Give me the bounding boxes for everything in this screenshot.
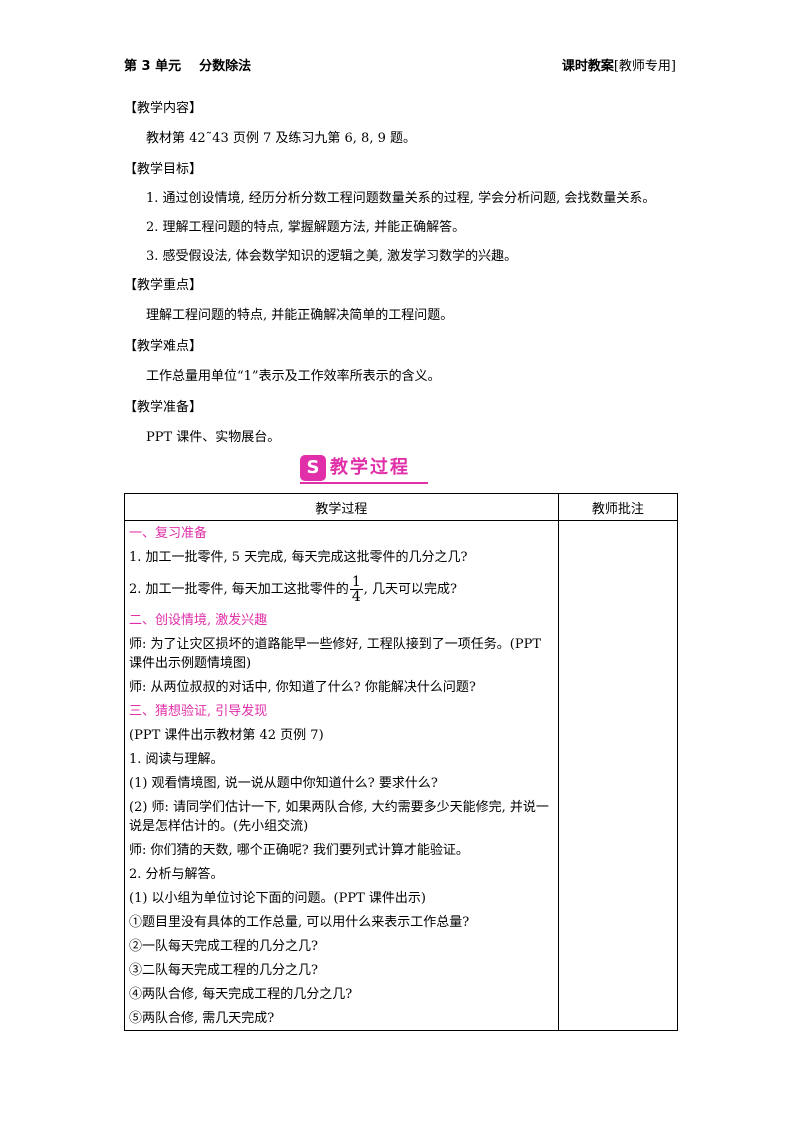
process-row: (PPT 课件出示教材第 42 页例 7) xyxy=(129,728,324,743)
section-title-content: 【教学内容】 xyxy=(124,101,203,116)
fraction-numerator: 1 xyxy=(349,573,363,590)
process-heading-1: 一、复习准备 xyxy=(129,526,208,541)
process-row: (1) 以小组为单位讨论下面的问题。(PPT 课件出示) xyxy=(129,891,426,906)
process-row: ⑤两队合修, 需几天完成? xyxy=(129,1011,275,1026)
page-header: 第 3 单元 分数除法 课时教案[教师专用] xyxy=(124,55,676,75)
process-row: 师: 从两位叔叔的对话中, 你知道了什么? 你能解决什么问题? xyxy=(129,680,476,695)
goal-item-1: 1. 通过创设情境, 经历分析分数工程问题数量关系的过程, 学会分析问题, 会找… xyxy=(146,191,656,206)
process-row: 2. 分析与解答。 xyxy=(129,867,224,882)
process-row: ①题目里没有具体的工作总量, 可以用什么来表示工作总量? xyxy=(129,915,470,930)
header-right-tag: [教师专用] xyxy=(613,59,676,74)
fraction-suffix: , 几天可以完成? xyxy=(363,581,457,597)
teaching-process-banner: S 教学过程 xyxy=(300,455,430,484)
process-row: 1. 加工一批零件, 5 天完成, 每天完成这批零件的几分之几? xyxy=(129,550,468,565)
banner-title: 教学过程 xyxy=(330,457,410,478)
process-heading-3: 三、猜想验证, 引导发现 xyxy=(129,704,268,719)
process-row: (1) 观看情境图, 说一说从题中你知道什么? 要求什么? xyxy=(129,776,438,791)
banner-underline xyxy=(300,482,428,484)
table-header-process: 教学过程 xyxy=(124,493,559,521)
section-title-preparation: 【教学准备】 xyxy=(124,400,203,415)
process-cell: 一、复习准备 1. 加工一批零件, 5 天完成, 每天完成这批零件的几分之几? … xyxy=(124,520,559,1031)
process-row: ③二队每天完成工程的几分之几? xyxy=(129,963,318,978)
process-row: 1. 阅读与理解。 xyxy=(129,752,224,767)
fraction-prefix: 2. 加工一批零件, 每天加工这批零件的 xyxy=(129,581,349,597)
process-heading-2: 二、创设情境, 激发兴趣 xyxy=(129,613,268,628)
header-topic: 分数除法 xyxy=(199,59,252,74)
teacher-notes-cell[interactable] xyxy=(557,520,679,1031)
section-title-key-point: 【教学重点】 xyxy=(124,278,203,293)
header-doc-type: 课时教案[教师专用] xyxy=(562,55,676,74)
section-title-difficulty: 【教学难点】 xyxy=(124,339,203,354)
process-row: (2) 师: 请同学们估计一下, 如果两队合修, 大约需要多少天能修完, 并说一… xyxy=(129,800,549,834)
preparation-text: PPT 课件、实物展台。 xyxy=(146,430,281,445)
teaching-process-table: 教学过程 教师批注 一、复习准备 1. 加工一批零件, 5 天完成, 每天完成这… xyxy=(124,493,679,1031)
lesson-info: 【教学内容】 教材第 42˜43 页例 7 及练习九第 6, 8, 9 题。 【… xyxy=(124,96,684,458)
banner-logo-icon: S xyxy=(300,455,326,481)
fraction-denominator: 4 xyxy=(351,588,361,605)
section-title-goals: 【教学目标】 xyxy=(124,162,203,177)
fraction: 1 4 xyxy=(349,573,363,605)
process-row: ②一队每天完成工程的几分之几? xyxy=(129,939,318,954)
process-row: 师: 为了让灾区损坏的道路能早一些修好, 工程队接到了一项任务。(PPT 课件出… xyxy=(129,637,542,671)
header-unit: 第 3 单元 xyxy=(124,59,182,74)
header-right-title: 课时教案 xyxy=(561,59,614,74)
goal-item-3: 3. 感受假设法, 体会数学知识的逻辑之美, 激发学习数学的兴趣。 xyxy=(146,249,518,264)
process-row: 师: 你们猜的天数, 哪个正确呢? 我们要列式计算才能验证。 xyxy=(129,843,469,858)
process-row: ④两队合修, 每天完成工程的几分之几? xyxy=(129,987,353,1002)
goal-item-2: 2. 理解工程问题的特点, 掌握解题方法, 并能正确解答。 xyxy=(146,220,466,235)
table-header-notes: 教师批注 xyxy=(557,493,679,521)
process-row-with-fraction: 2. 加工一批零件, 每天加工这批零件的 1 4 , 几天可以完成? xyxy=(125,569,558,608)
header-unit-topic: 第 3 单元 分数除法 xyxy=(124,55,251,74)
content-text: 教材第 42˜43 页例 7 及练习九第 6, 8, 9 题。 xyxy=(146,131,416,146)
key-point-text: 理解工程问题的特点, 并能正确解决简单的工程问题。 xyxy=(146,308,454,323)
difficulty-text: 工作总量用单位“1”表示及工作效率所表示的含义。 xyxy=(146,369,441,384)
